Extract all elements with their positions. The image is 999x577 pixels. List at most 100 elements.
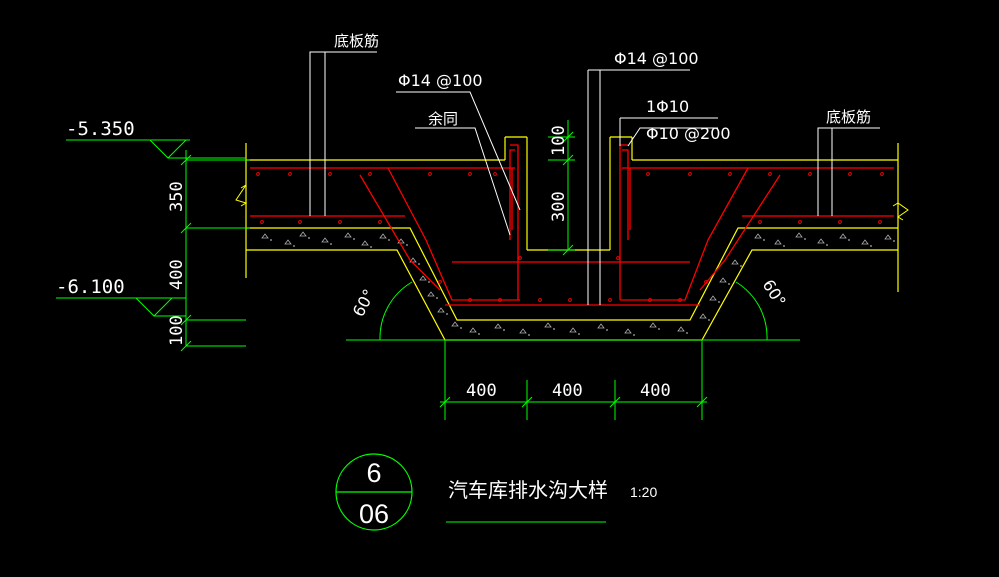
bubble-detail-number: 6 (366, 458, 381, 488)
hatch-dot (578, 333, 580, 335)
rebar-section-dot (468, 298, 472, 302)
break-symbols (235, 184, 909, 221)
rebar-section-dot (704, 280, 708, 284)
hatch-mark (284, 239, 292, 245)
leader-lines (309, 51, 880, 305)
rebar-section-dot (878, 220, 882, 224)
hatch-mark (344, 232, 352, 238)
hatch-mark (519, 328, 527, 334)
bubble-sheet-number: 06 (359, 499, 389, 529)
hatch-dot (270, 239, 272, 241)
hatch-mark (361, 240, 369, 246)
hatch-dot (740, 265, 742, 267)
rebar-section-dot (848, 172, 852, 176)
hatch-dot (446, 313, 448, 315)
hatch-mark (817, 238, 825, 244)
hatch-mark (544, 322, 552, 328)
rebar-section-dot (260, 220, 264, 224)
rebar-section-dot (498, 298, 502, 302)
rebar-section-dot (468, 172, 472, 176)
dim-400-vertical: 400 (167, 259, 187, 290)
hatch-dot (708, 319, 710, 321)
hatch-dot (528, 334, 530, 336)
hatch-dot (503, 329, 505, 331)
rebar-section-dot (678, 298, 682, 302)
hatch-dot (293, 245, 295, 247)
hatch-dot (728, 283, 730, 285)
hatch-dot (804, 238, 806, 240)
rebar-dots (256, 172, 884, 302)
title-bubble (335, 453, 413, 531)
hatch-dot (418, 263, 420, 265)
drawing-title: 汽车库排水沟大样 (448, 478, 608, 502)
dim-h-right: 400 (640, 381, 671, 401)
rebar-section-dot (768, 172, 772, 176)
label-phi14-left: Φ14 @100 (398, 71, 483, 90)
rebar-section-dot (808, 172, 812, 176)
rebar-section-dot (646, 172, 650, 176)
dim-upper-100: 100 (549, 125, 569, 156)
rebar-section-dot (256, 172, 260, 176)
rebar-section-dot (880, 172, 884, 176)
hatch-mark (677, 326, 685, 332)
hatch-dot (478, 333, 480, 335)
label-phi14-top: Φ14 @100 (614, 49, 699, 68)
rebar-section-dot (338, 220, 342, 224)
rebar-section-dot (428, 172, 432, 176)
rebar-section-dot (493, 172, 497, 176)
hatch-dot (553, 328, 555, 330)
hatch-dot (658, 328, 660, 330)
label-yutong: 余同 (428, 110, 458, 128)
rebar-section-dot (298, 220, 302, 224)
hatch-dot (330, 243, 332, 245)
elevation-bottom: -6.100 (56, 276, 125, 298)
hatch-mark (409, 257, 417, 263)
rebar-section-dot (798, 220, 802, 224)
rebar-section-dot (568, 298, 572, 302)
hatch-dot (686, 332, 688, 334)
rebar-section-dot (378, 220, 382, 224)
elevation-top: -5.350 (66, 118, 135, 140)
rebar-section-dot (328, 172, 332, 176)
hatch-dot (353, 238, 355, 240)
hatch-dot (308, 237, 310, 239)
hatch-dot (428, 281, 430, 283)
label-bottom-rebar-right: 底板筋 (826, 108, 871, 126)
hatch-dot (606, 329, 608, 331)
hatch-dot (893, 240, 895, 242)
hatch-mark (597, 323, 605, 329)
hatch-mark (719, 277, 727, 283)
dim-h-mid: 400 (552, 381, 583, 401)
hatch-mark (884, 234, 892, 240)
hatch-mark (754, 233, 762, 239)
label-1phi10: 1Φ10 (646, 97, 689, 116)
hatch-dot (370, 246, 372, 248)
dimension-lines (56, 120, 800, 523)
rebar-section-dot (538, 298, 542, 302)
hatch-dot (633, 334, 635, 336)
rebar-section-dot (728, 172, 732, 176)
hatch-dot (406, 244, 408, 246)
label-phi10-200: Φ10 @200 (646, 124, 731, 143)
hatch-mark (774, 239, 782, 245)
hatch-mark (731, 259, 739, 265)
hatch-mark (299, 231, 307, 237)
hatch-mark (624, 328, 632, 334)
hatch-mark (795, 232, 803, 238)
hatch-mark (699, 313, 707, 319)
rebar-section-dot (368, 172, 372, 176)
concrete-cushion-hatch (261, 231, 895, 336)
hatch-mark (427, 291, 435, 297)
hatch-mark (649, 322, 657, 328)
rebar-section-dot (608, 298, 612, 302)
rebar-section-dot (758, 220, 762, 224)
hatch-dot (460, 327, 462, 329)
hatch-dot (848, 239, 850, 241)
dim-300: 300 (549, 191, 569, 222)
hatch-mark (469, 327, 477, 333)
hatch-dot (783, 245, 785, 247)
hatch-mark (451, 321, 459, 327)
dim-h-left: 400 (466, 381, 497, 401)
